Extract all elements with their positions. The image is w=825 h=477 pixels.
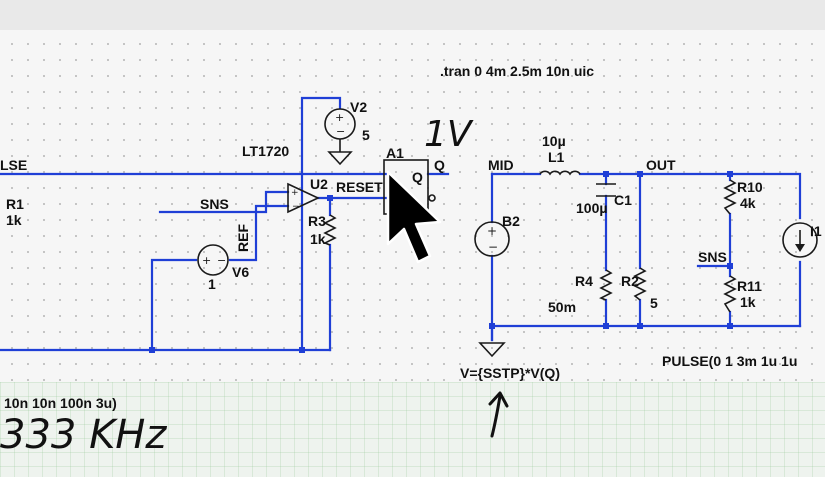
r4-value: 50m <box>548 299 576 315</box>
wire-v2-loop <box>300 96 342 352</box>
r2-value: 5 <box>650 295 658 311</box>
b2-expression: V={SSTP}*V(Q) <box>460 365 560 381</box>
v6-name: V6 <box>232 264 249 280</box>
b2-name: B2 <box>502 213 520 229</box>
r4-resistor-icon[interactable] <box>599 269 613 301</box>
l1-name: L1 <box>548 149 565 165</box>
junction-dot <box>727 323 733 329</box>
v6-source-icon[interactable]: + − <box>197 244 229 276</box>
pulse-expression: 10n 10n 100n 3u) <box>4 395 117 411</box>
wire-v6-left <box>150 258 198 352</box>
wire-sns-right <box>696 264 732 278</box>
toolbar-strip <box>0 0 825 30</box>
junction-dot <box>727 263 733 269</box>
ground-icon <box>478 342 506 358</box>
net-label-mid: MID <box>488 157 514 173</box>
junction-dot <box>327 195 333 201</box>
b2-source-icon[interactable]: + − <box>474 221 510 257</box>
u2-part: LT1720 <box>242 143 289 159</box>
svg-text:+: + <box>335 111 344 124</box>
svg-text:−: − <box>336 125 345 138</box>
junction-dot <box>149 347 155 353</box>
handwritten-1v: 1V <box>424 114 474 155</box>
u2-name: U2 <box>310 176 328 192</box>
junction-dot <box>727 171 733 177</box>
c1-value: 100µ <box>576 200 607 216</box>
l1-inductor-icon[interactable] <box>539 170 581 176</box>
r10-resistor-icon[interactable] <box>723 179 737 215</box>
l1-value: 10µ <box>542 133 566 149</box>
i1-expression: PULSE(0 1 3m 1u 1u <box>662 353 797 369</box>
net-label-out: OUT <box>646 157 676 173</box>
r3-resistor-icon[interactable] <box>323 214 337 246</box>
r11-value: 1k <box>740 294 756 310</box>
junction-dot <box>299 347 305 353</box>
net-label-ref: REF <box>235 224 251 252</box>
r4-name: R4 <box>575 273 593 289</box>
c1-capacitor-icon[interactable] <box>596 183 616 197</box>
net-label-reset: RESET <box>336 179 383 195</box>
junction-dot <box>489 323 495 329</box>
r1-value: 1k <box>6 212 22 228</box>
net-label-sns-right: SNS <box>698 249 727 265</box>
mouse-cursor-icon <box>386 170 442 264</box>
handwritten-frequency: 333 KHz <box>0 412 167 458</box>
r10-name: R10 <box>737 179 763 195</box>
c1-name: C1 <box>614 192 632 208</box>
r11-resistor-icon[interactable] <box>723 275 737 313</box>
net-label-sns-left: SNS <box>200 196 229 212</box>
r11-name: R11 <box>737 278 762 294</box>
junction-dot <box>603 171 609 177</box>
v2-value: 5 <box>362 127 370 143</box>
net-label-q: Q <box>434 157 445 173</box>
svg-text:−: − <box>488 240 498 254</box>
svg-text:−: − <box>217 254 226 267</box>
i1-name: I1 <box>810 223 822 239</box>
i1-current-source-icon[interactable] <box>782 222 818 258</box>
tran-directive[interactable]: .tran 0 4m 2.5m 10n uic <box>440 63 594 79</box>
v2-name: V2 <box>350 99 367 115</box>
svg-text:+: + <box>291 188 299 198</box>
v2-source-icon[interactable]: + − <box>324 108 356 166</box>
net-label-pulse: LSE <box>0 157 27 173</box>
wire-sns-left <box>158 190 290 214</box>
v6-value: 1 <box>208 276 216 292</box>
a1-pin-q: Q <box>412 169 423 185</box>
wire-v6-ref <box>228 204 290 262</box>
lower-grid-area <box>0 382 825 477</box>
r10-value: 4k <box>740 195 756 211</box>
u2-comparator-icon[interactable]: + − <box>287 182 320 214</box>
svg-text:−: − <box>292 202 300 212</box>
junction-dot <box>637 171 643 177</box>
junction-dot <box>603 323 609 329</box>
r2-resistor-icon[interactable] <box>633 267 647 301</box>
r2-name: R2 <box>621 273 639 289</box>
r1-name: R1 <box>6 196 24 212</box>
a1-name: A1 <box>386 145 404 161</box>
wire-l1-out <box>578 172 802 220</box>
r3-name: R3 <box>308 213 326 229</box>
r3-value: 1k <box>310 231 326 247</box>
svg-text:+: + <box>202 254 211 267</box>
junction-dots <box>149 171 733 353</box>
svg-text:+: + <box>487 224 497 238</box>
junction-dot <box>637 323 643 329</box>
handwritten-arrow-icon <box>488 391 509 438</box>
